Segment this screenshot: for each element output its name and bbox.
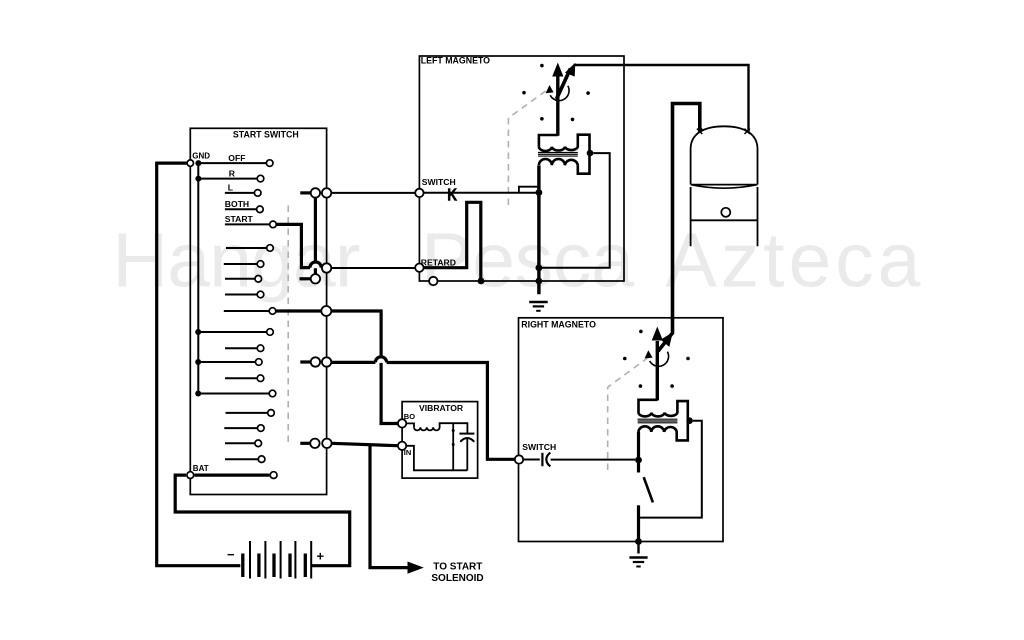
svg-text:RIGHT MAGNETO: RIGHT MAGNETO xyxy=(521,320,596,330)
svg-text:GND: GND xyxy=(192,152,210,161)
svg-text:SOLENOID: SOLENOID xyxy=(431,573,483,584)
svg-text:Pesca: Pesca xyxy=(421,218,634,304)
svg-text:R: R xyxy=(229,168,236,178)
svg-text:TO START: TO START xyxy=(433,562,482,573)
svg-text:K: K xyxy=(447,186,457,205)
svg-text:START SWITCH: START SWITCH xyxy=(233,130,299,140)
svg-text:LEFT MAGNETO: LEFT MAGNETO xyxy=(421,56,490,66)
svg-text:BO: BO xyxy=(404,412,415,421)
svg-text:SWITCH: SWITCH xyxy=(522,442,556,452)
svg-text:SWITCH: SWITCH xyxy=(422,177,456,187)
svg-text:+: + xyxy=(317,549,325,564)
svg-text:BAT: BAT xyxy=(193,464,209,473)
svg-text:−: − xyxy=(227,547,235,562)
svg-text:Azteca: Azteca xyxy=(666,218,921,304)
svg-text:RETARD: RETARD xyxy=(421,257,456,267)
svg-text:L: L xyxy=(228,183,233,193)
svg-text:VIBRATOR: VIBRATOR xyxy=(419,403,464,413)
svg-text:BOTH: BOTH xyxy=(225,199,249,209)
svg-text:Hangar: Hangar xyxy=(113,218,361,304)
svg-text:IN: IN xyxy=(404,448,412,457)
svg-text:OFF: OFF xyxy=(228,153,245,163)
svg-text:START: START xyxy=(225,214,254,224)
